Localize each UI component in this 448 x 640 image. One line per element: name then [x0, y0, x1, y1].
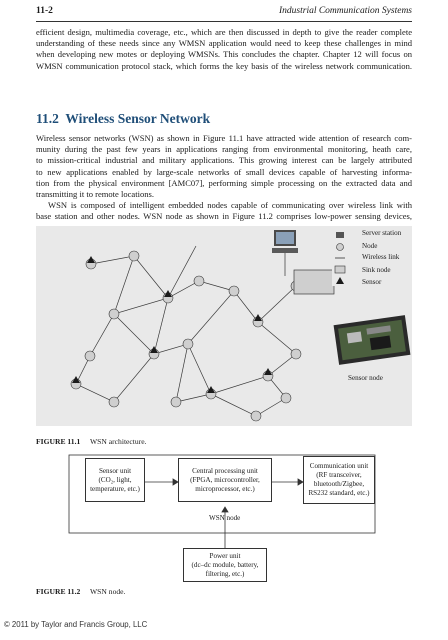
section-paragraph-1: Wireless sensor networks (WSN) as shown …: [36, 133, 412, 200]
comm-unit-detail: RS232 standard, etc.): [308, 489, 370, 497]
caption-label: FIGURE 11.2: [36, 587, 81, 596]
text-line: munity during the past few years in appl…: [36, 144, 412, 155]
caption-label: FIGURE 11.1: [36, 437, 81, 446]
text-line: tion from the physical environment [AMC0…: [36, 177, 412, 188]
text-line: Wireless sensor networks (WSN) as shown …: [36, 133, 412, 143]
server-station-icon: [272, 230, 298, 276]
text-line: when developing new motes or deploying W…: [36, 49, 412, 60]
caption-text: WSN node.: [90, 587, 126, 596]
legend-sensor: Sensor: [362, 278, 382, 286]
cpu-unit-detail: microprocessor, etc.): [195, 484, 255, 493]
power-unit-title: Power unit: [209, 551, 241, 560]
text-line: to mission-critical industrial and milit…: [36, 155, 412, 166]
wsn-node-diagram: [68, 454, 376, 548]
sensors: [72, 256, 272, 393]
sensor-node-photo: [333, 315, 411, 365]
section-heading: 11.2 Wireless Sensor Network: [36, 111, 210, 127]
sink-node-icon: [293, 269, 335, 295]
legend: [332, 228, 410, 286]
figure-11-1-caption: FIGURE 11.1 WSN architecture.: [36, 437, 147, 446]
legend-server-station: Server station: [362, 229, 402, 237]
section-title: Wireless Sensor Network: [65, 111, 211, 126]
sensor-node-label: Sensor node: [348, 374, 383, 382]
caption-text: WSN architecture.: [90, 437, 147, 446]
text-line: understanding of these needs since any W…: [36, 38, 412, 49]
wsn-architecture-diagram: [36, 226, 412, 426]
figure-11-2-caption: FIGURE 11.2 WSN node.: [36, 587, 125, 596]
wsn-node-label: WSN node: [209, 514, 241, 522]
section-number: 11.2: [36, 111, 59, 126]
sensor-unit-box: Sensor unit (CO₂, light, temperature, et…: [85, 458, 145, 502]
page-header: 11-2 Industrial Communication Systems: [36, 6, 412, 20]
header-rule: [36, 21, 412, 22]
cpu-unit-box: Central processing unit (FPGA, microcont…: [178, 458, 272, 502]
power-unit-detail: (dc–dc module, battery,: [191, 560, 259, 569]
cpu-unit-title: Central processing unit: [192, 466, 258, 475]
wsn-node-boundary: [68, 454, 376, 534]
comm-unit-detail: bluetooth/Zigbee,: [313, 480, 365, 488]
power-unit-box: Power unit (dc–dc module, battery, filte…: [183, 548, 267, 582]
intro-paragraph: efficient design, multimedia coverage, e…: [36, 27, 412, 72]
section-paragraph-2: WSN is composed of intelligent embedded …: [36, 200, 412, 222]
text-line: transmitting it to remote locations.: [36, 189, 154, 200]
figure-11-1: Server station Node Wireless link Sink n…: [36, 226, 412, 426]
comm-unit-detail: (RF transceiver,: [316, 471, 362, 479]
text-line: efficient design, multimedia coverage, e…: [36, 27, 412, 37]
nodes: [70, 250, 302, 422]
text-line: base station and other nodes. WSN node a…: [36, 211, 412, 222]
connector-arrows: [145, 478, 304, 548]
comm-unit-title: Communication unit: [309, 462, 369, 470]
legend-wireless-link: Wireless link: [362, 253, 400, 261]
copyright-footer: © 2011 by Taylor and Francis Group, LLC: [4, 620, 148, 629]
legend-sink-node: Sink node: [362, 266, 391, 274]
text-line: to new applications enabled by large-sca…: [36, 166, 412, 177]
sensor-unit-detail: temperature, etc.): [90, 484, 140, 493]
sensor-unit-detail: (CO₂, light,: [98, 475, 132, 484]
power-unit-detail: filtering, etc.): [205, 569, 245, 578]
page-number: 11-2: [36, 6, 53, 16]
text-line: WSN is composed of intelligent embedded …: [48, 200, 412, 210]
legend-node: Node: [362, 242, 378, 250]
cpu-unit-detail: (FPGA, microcontroller,: [190, 475, 260, 484]
text-line: WMSN communication protocol stack, which…: [36, 60, 412, 71]
communication-unit-box: Communication unit (RF transceiver, blue…: [303, 456, 375, 504]
running-title: Industrial Communication Systems: [279, 6, 412, 16]
figure-11-2: Sensor unit (CO₂, light, temperature, et…: [36, 452, 412, 582]
sensor-unit-title: Sensor unit: [98, 466, 132, 475]
